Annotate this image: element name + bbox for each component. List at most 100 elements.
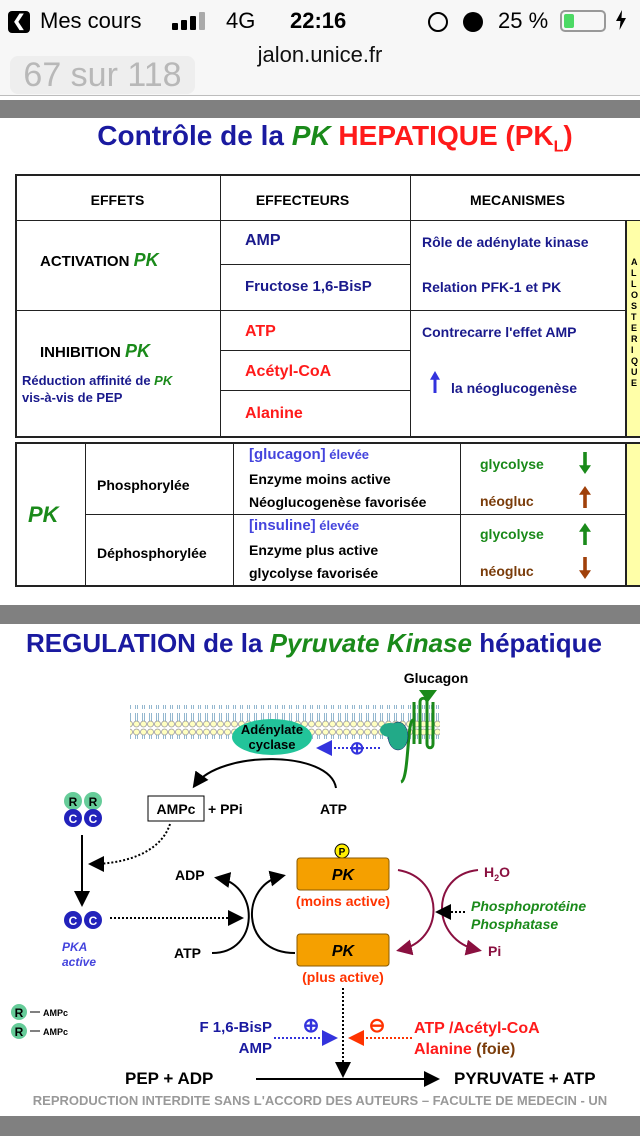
svg-text:C: C: [69, 914, 78, 928]
row2-line2: glycolyse favorisée: [249, 565, 379, 581]
glucagon-receptor: [399, 696, 435, 784]
svg-text:AMPc: AMPc: [43, 1027, 68, 1037]
mechanism-neoglucogenese: la néoglucogenèse: [451, 380, 578, 396]
slide-separator: [0, 1116, 640, 1136]
slide1-title: Contrôle de la PK HEPATIQUE (PKL): [97, 120, 573, 156]
activator-amp: AMP: [239, 1040, 272, 1057]
h2o-label: H2O: [484, 864, 510, 883]
phosphatase-label-1: Phosphoprotéine: [471, 898, 586, 914]
pk-label-bottom: PK: [332, 943, 356, 960]
effector-amp: AMP: [245, 232, 281, 249]
pk-phospho: [296, 857, 390, 891]
reaction-substrates: PEP + ADP: [125, 1069, 213, 1088]
ampc-box: [147, 795, 205, 822]
pk-label: PK: [28, 502, 59, 527]
effector-fructose: Fructose 1,6-BisP: [245, 278, 372, 295]
plus-active: (plus active): [302, 969, 384, 985]
svg-text:R: R: [89, 795, 98, 809]
inhibition-label: INHIBITION PK: [40, 341, 151, 361]
moins-active: (moins active): [296, 893, 390, 909]
cyclase-label: cyclase: [249, 737, 296, 752]
row1-neogluc: néogluc: [480, 493, 534, 509]
arrow-up-icon: [430, 371, 440, 393]
row2-line1: Enzyme plus active: [249, 542, 379, 558]
watermark: REPRODUCTION INTERDITE SANS L'ACCORD DES…: [32, 1093, 608, 1108]
page-counter: 67 sur 118: [10, 56, 195, 94]
activation-label: ACTIVATION PK: [40, 250, 159, 270]
allosteric-side-panel: ALLOSTERIQUE: [625, 221, 640, 436]
alarm-icon: [463, 12, 483, 32]
activator-f16bisp: F 1,6-BisP: [199, 1019, 272, 1036]
effector-alanine: Alanine: [245, 405, 303, 422]
clock: 22:16: [290, 8, 347, 33]
glucagon-level: [glucagon] élevée: [249, 446, 370, 463]
row2-glycolyse: glycolyse: [480, 526, 544, 542]
adp-label: ADP: [175, 867, 205, 883]
ppi-label: + PPi: [208, 801, 243, 817]
url-bar[interactable]: jalon.unice.fr: [257, 42, 383, 67]
phosphatase-label-2: Phosphatase: [471, 916, 558, 932]
slide-separator: [0, 605, 640, 624]
pka-label: PKA: [62, 940, 87, 954]
effects-table: [15, 174, 640, 438]
effector-acetylcoa: Acétyl-CoA: [245, 363, 332, 380]
row1-glycolyse: glycolyse: [480, 456, 544, 472]
battery-icon: [560, 10, 606, 32]
atp-left: ATP: [174, 945, 201, 961]
mechanism-contrecarre: Contrecarre l'effet AMP: [422, 324, 577, 340]
svg-text:R: R: [15, 1025, 24, 1039]
svg-text:R: R: [15, 1006, 24, 1020]
slide2-title: REGULATION de la Pyruvate Kinase hépatiq…: [26, 628, 602, 658]
back-icon[interactable]: ❮: [8, 11, 30, 33]
header-effecteurs: EFFECTEURS: [255, 192, 350, 208]
active-label: active: [62, 955, 96, 969]
adenylate-label: Adénylate: [241, 722, 303, 737]
phosphate-icon: P: [339, 847, 346, 858]
mechanism-adenylate: Rôle de adénylate kinase: [422, 234, 589, 250]
svg-text:C: C: [89, 812, 98, 826]
insuline-level: [insuline] élevée: [249, 517, 360, 534]
side-label: ALLOSTERIQUE: [631, 257, 639, 388]
regulation-table: [15, 442, 640, 587]
row1-line1: Enzyme moins active: [249, 471, 391, 487]
minus-icon: ⊖: [369, 1015, 386, 1037]
state-phosphorylee: Phosphorylée: [97, 477, 190, 493]
slide-separator: [0, 100, 640, 118]
regulation-diagram: Glucagon Adénylate cyclase ⊕ ATP AMPc + …: [11, 670, 596, 1088]
row2-neogluc: néogluc: [480, 563, 534, 579]
charging-icon: [616, 10, 626, 30]
header-effets: EFFETS: [90, 192, 145, 208]
battery-percent: 25 %: [498, 8, 549, 33]
pk-label-top: PK: [332, 867, 356, 884]
row1-line2: Néoglucogenèse favorisée: [249, 494, 427, 510]
svg-text:C: C: [69, 812, 78, 826]
effector-atp: ATP: [245, 323, 276, 340]
back-to-app[interactable]: Mes cours: [40, 8, 142, 33]
state-dephosphorylee: Déphosphorylée: [97, 545, 207, 561]
inhibitor-alanine: Alanine (foie): [414, 1041, 515, 1058]
glucagon-label: Glucagon: [404, 670, 469, 686]
svg-text:AMPc: AMPc: [43, 1008, 68, 1018]
plus-icon: ⊕: [303, 1015, 320, 1037]
inhibitor-atp-acetylcoa: ATP /Acétyl-CoA: [414, 1020, 540, 1037]
glucagon-ligand: [419, 690, 437, 702]
adenylate-cyclase: [232, 719, 312, 755]
network-type: 4G: [226, 8, 256, 33]
header-mecanismes: MECANISMES: [470, 192, 565, 208]
activation-plus-icon: ⊕: [349, 738, 364, 758]
atp-top: ATP: [320, 801, 347, 817]
pi-label: Pi: [488, 943, 501, 959]
svg-text:R: R: [69, 795, 78, 809]
signal-icon: [172, 12, 206, 30]
rotation-lock-icon: [428, 12, 448, 32]
reaction-products: PYRUVATE + ATP: [454, 1069, 596, 1088]
side-panel-2: [625, 444, 640, 585]
ampc-label: AMPc: [157, 801, 196, 817]
svg-text:C: C: [89, 914, 98, 928]
mechanism-pfk: Relation PFK-1 et PK: [422, 279, 562, 295]
pk-dephospho: [296, 933, 390, 967]
